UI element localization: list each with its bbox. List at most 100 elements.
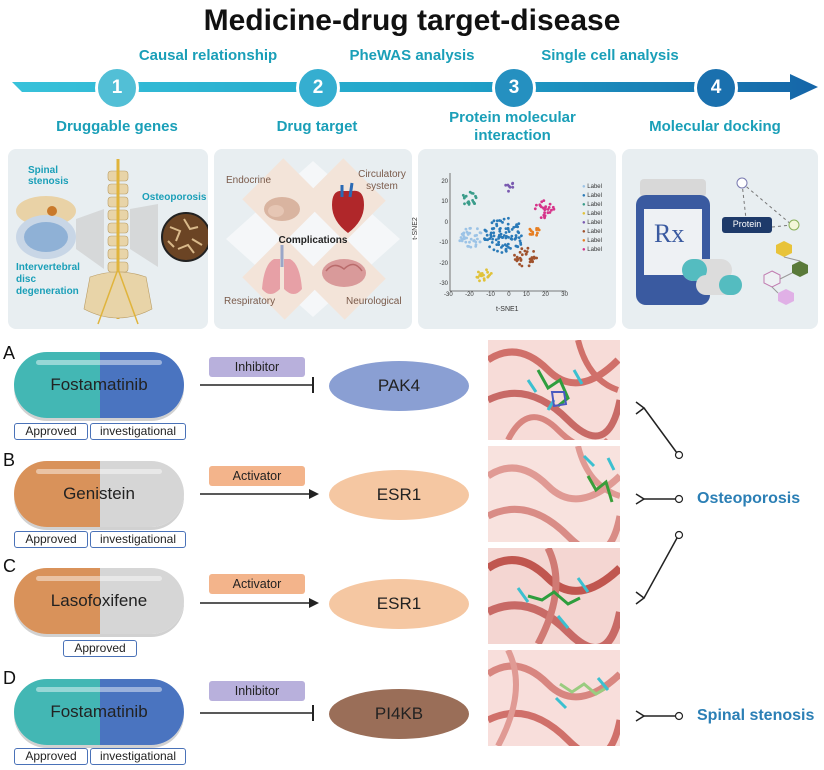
tsne-dot (468, 231, 472, 235)
tsne-dot (507, 235, 510, 239)
tsne-dot (480, 272, 484, 275)
tsne-dot (510, 234, 514, 238)
disease-spinal-stenosis: Spinal stenosis (697, 707, 815, 724)
label-intervertebral-disc: Intervertebral disc degeneration (16, 262, 80, 297)
tsne-plot (449, 173, 566, 292)
tsne-dot (498, 229, 502, 233)
arrowhead-b (309, 489, 319, 499)
tsne-dot (523, 249, 527, 253)
tsne-dot (506, 183, 510, 187)
legend-item: ● Label (582, 229, 602, 235)
tsne-dot (500, 251, 504, 254)
tsne-dot (511, 185, 515, 189)
tsne-dot (519, 241, 522, 245)
tsne-dot (476, 276, 480, 279)
tsne-dot (517, 236, 521, 239)
tsne-dot (468, 227, 472, 230)
tsne-dot (472, 239, 476, 243)
docking-image-esr1-b (488, 446, 620, 542)
organs-illustration (226, 158, 400, 320)
disease-connectors (635, 401, 684, 722)
tsne-dot (539, 216, 543, 219)
tsne-legend: ● Label ● Label ● Label ● Label ● Label … (582, 183, 602, 255)
tsne-ytick: -10 (439, 240, 448, 247)
step-2-circle: 2 (296, 66, 340, 110)
tsne-dot (476, 237, 479, 241)
tsne-ytick: 0 (444, 219, 448, 226)
relation-inhibitor: Inhibitor (209, 357, 305, 377)
target-esr1-b: ESR1 (329, 470, 469, 520)
panel-drug-target: Endocrine Circulatory system Complicatio… (214, 149, 412, 329)
tsne-dot (509, 247, 512, 250)
tsne-dot (486, 238, 489, 242)
tsne-dot (499, 235, 503, 239)
tsne-dot (489, 272, 493, 275)
relation-inhibitor: Inhibitor (209, 681, 305, 701)
tsne-dot (476, 227, 479, 231)
row-letter-a: A (3, 343, 16, 363)
label-complications: Complications (278, 235, 348, 246)
arrowhead-c (309, 598, 319, 608)
tsne-dot (550, 208, 553, 212)
tag-approved: Approved (14, 423, 88, 440)
tsne-dot (511, 182, 514, 186)
tsne-dot (492, 227, 496, 230)
tag-approved: Approved (14, 748, 88, 765)
page-title: Medicine-drug target-disease (203, 4, 621, 37)
tsne-dot (466, 201, 470, 204)
tsne-dot (546, 211, 550, 215)
tsne-dot (485, 233, 489, 237)
tsne-dot (491, 237, 494, 241)
tsne-dot (489, 233, 493, 237)
panel-protein-interaction: t-SNE2 t-SNE1 -30 -20 -10 0 10 20 30 20 … (412, 149, 616, 329)
tsne-dot (520, 264, 524, 268)
row-letter-d: D (3, 668, 16, 688)
drug-name: Genistein (63, 484, 135, 503)
tsne-yticks: 20 10 0 -10 -20 -30 (436, 179, 448, 287)
drug-name: Fostamatinib (50, 375, 148, 394)
step-2-top-label: PheWAS analysis (349, 47, 475, 64)
panel-molecular-docking: Rx Protein (622, 149, 818, 329)
tsne-dot (471, 192, 475, 195)
tsne-dot (507, 189, 510, 193)
tsne-dot (504, 247, 508, 251)
tsne-dot (494, 238, 498, 242)
row-letter-c: C (3, 556, 16, 576)
disease-osteoporosis: Osteoporosis (697, 490, 801, 507)
tag-approved: Approved (63, 640, 137, 657)
label-protein: Protein (732, 219, 762, 229)
tsne-xtick: 30 (561, 292, 568, 298)
tsne-dot (544, 205, 548, 209)
tsne-dot (533, 207, 537, 211)
tsne-dot (463, 202, 466, 206)
tsne-dot (547, 206, 551, 209)
tsne-xtick: -20 (465, 292, 474, 298)
tsne-ytick: 10 (441, 199, 448, 206)
legend-item: ● Label (582, 202, 602, 208)
tsne-dot (535, 203, 538, 207)
tsne-dot (464, 240, 468, 244)
relation-activator: Activator (209, 466, 305, 486)
relation-activator: Activator (209, 574, 305, 594)
tsne-dot (514, 236, 518, 239)
tsne-dot (483, 228, 487, 232)
tsne-dot (464, 227, 468, 231)
label-circulatory: Circulatory system (358, 169, 406, 192)
tsne-ytick: -30 (439, 280, 448, 287)
tsne-dot (518, 250, 522, 254)
tsne-dot (548, 202, 552, 206)
tag-investigational: investigational (90, 423, 186, 440)
legend-item: ● Label (582, 211, 602, 217)
step-1-circle: 1 (95, 66, 139, 110)
tsne-dot (532, 257, 536, 260)
step-2-bottom-label: Drug target (276, 118, 358, 135)
legend-item: ● Label (582, 247, 602, 253)
tsne-dot (507, 216, 510, 220)
tsne-dot (501, 244, 505, 248)
tsne-dot (531, 260, 534, 263)
legend-item: ● Label (582, 220, 602, 226)
spine-illustration (16, 159, 208, 325)
tsne-dot (506, 222, 510, 226)
tsne-dot (527, 264, 531, 268)
label-spinal-stenosis: Spinal stenosis (28, 165, 69, 187)
